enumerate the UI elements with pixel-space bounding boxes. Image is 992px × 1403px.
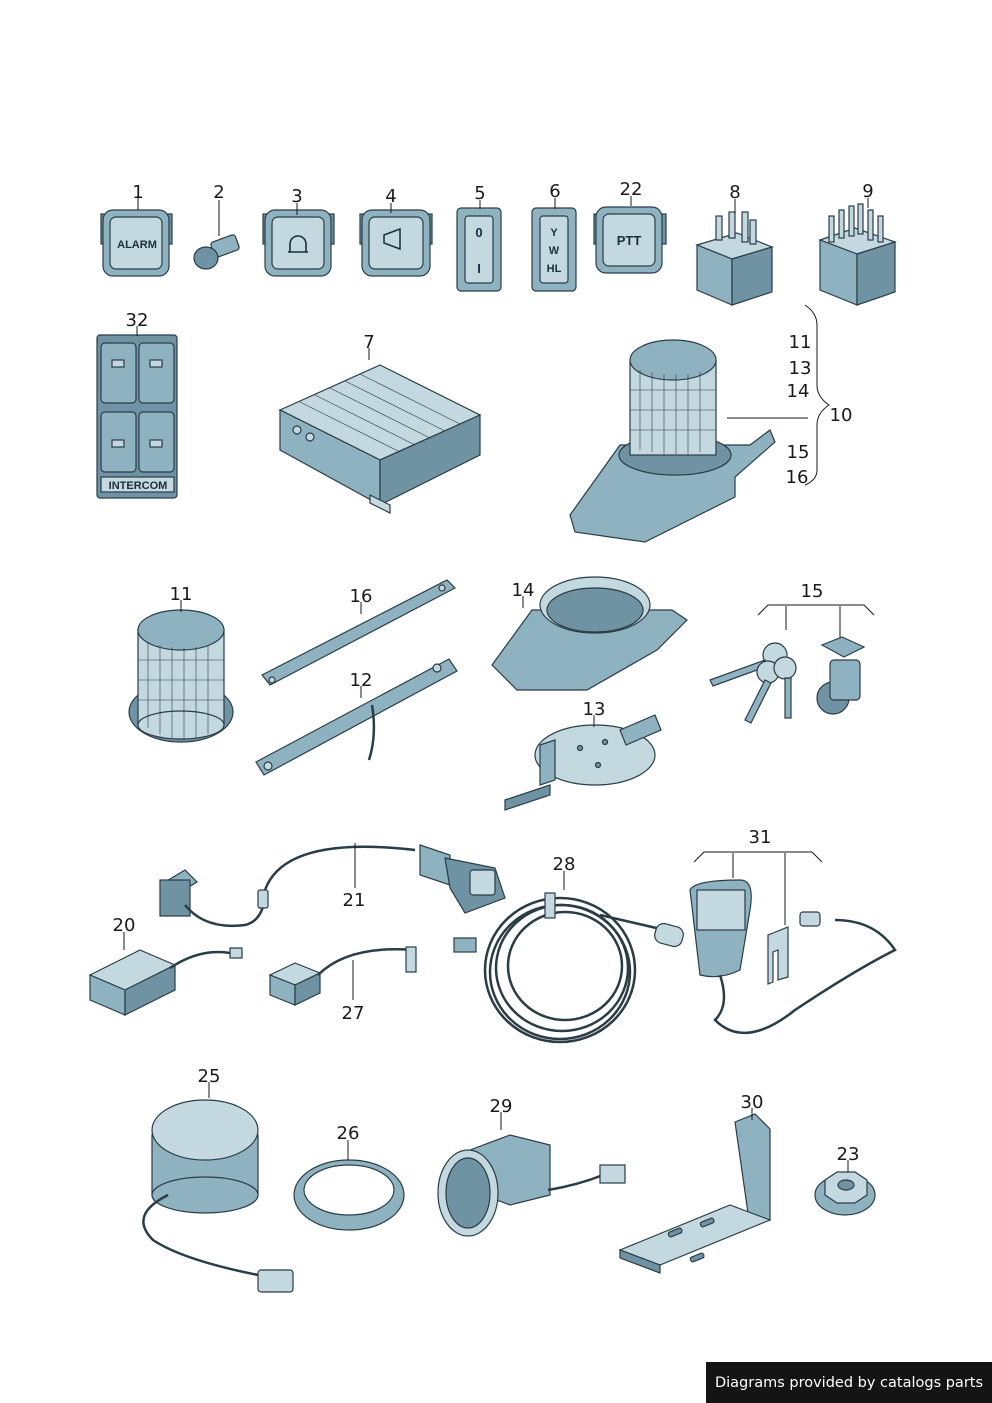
part-12-bracket-strip[interactable] — [255, 658, 458, 776]
part-14-beacon-base[interactable] — [491, 576, 688, 691]
callout-3: 3 — [291, 186, 302, 207]
part-22-ptt-switch[interactable]: PTT — [593, 206, 667, 274]
part-8-relay[interactable] — [695, 211, 774, 306]
callout-14-sub: 14 — [787, 381, 810, 402]
callout-28: 28 — [553, 854, 576, 875]
part-27-connector-lead[interactable] — [268, 946, 417, 1006]
callout-6: 6 — [549, 181, 560, 202]
part-29-horn[interactable] — [437, 1134, 626, 1237]
rocker-5-on: I — [477, 261, 481, 276]
callout-11: 11 — [170, 584, 193, 605]
part-1-alarm-switch[interactable]: ALARM — [100, 209, 173, 277]
callout-2: 2 — [213, 182, 224, 203]
callout-32: 32 — [126, 310, 149, 331]
part-15-keys-lock[interactable] — [709, 636, 866, 724]
part-25-speaker[interactable] — [142, 1099, 294, 1293]
callout-8: 8 — [729, 182, 740, 203]
callout-13: 13 — [583, 699, 606, 720]
rocker-6-hl: HL — [547, 263, 562, 275]
part-20-module[interactable] — [88, 947, 243, 1016]
callout-20: 20 — [113, 915, 136, 936]
callout-4: 4 — [385, 186, 396, 207]
callout-13-sub: 13 — [789, 358, 812, 379]
part-9-relay[interactable] — [818, 203, 897, 306]
callout-30: 30 — [741, 1092, 764, 1113]
rocker-6-w: W — [549, 245, 560, 257]
callout-7: 7 — [363, 332, 374, 353]
callout-22: 22 — [620, 179, 643, 200]
callout-27: 27 — [342, 1003, 365, 1024]
callout-11-sub: 11 — [789, 332, 812, 353]
part-2-plug[interactable] — [193, 234, 240, 270]
part-10-beacon-assembly[interactable] — [569, 339, 776, 543]
callout-25: 25 — [198, 1066, 221, 1087]
part-7-amplifier[interactable] — [278, 364, 482, 514]
part-11-beacon-lens[interactable] — [128, 609, 234, 743]
callout-12: 12 — [350, 670, 373, 691]
part-6-rocker-switch[interactable]: Y W HL — [531, 207, 577, 292]
credit-banner: Diagrams provided by catalogs parts — [706, 1362, 992, 1403]
rocker-6-y: Y — [550, 227, 558, 239]
callout-9: 9 — [862, 181, 873, 202]
part-5-rocker-switch[interactable]: 0 I — [456, 207, 502, 292]
callout-31: 31 — [749, 827, 772, 848]
callout-29: 29 — [490, 1096, 513, 1117]
ptt-label: PTT — [617, 233, 642, 248]
callout-15: 15 — [801, 581, 824, 602]
callout-21: 21 — [343, 890, 366, 911]
part-26-lock-ring[interactable] — [293, 1159, 405, 1231]
rocker-5-off: 0 — [475, 225, 482, 240]
part-21-cable[interactable] — [159, 844, 506, 927]
callout-1: 1 — [132, 182, 143, 203]
part-28-antenna-cable[interactable] — [453, 892, 685, 1044]
callout-5: 5 — [474, 183, 485, 204]
part-30-bracket[interactable] — [618, 1113, 772, 1274]
part-4-horn-switch[interactable] — [359, 209, 433, 277]
part-3-beacon-switch[interactable] — [262, 209, 335, 277]
callout-23: 23 — [837, 1144, 860, 1165]
part-32-intercom-panel[interactable]: INTERCOM — [96, 334, 178, 499]
callout-15-sub: 15 — [787, 442, 810, 463]
part-31-microphone[interactable] — [689, 879, 897, 1035]
part-13-mounting-plate[interactable] — [504, 714, 662, 811]
callout-14: 14 — [512, 580, 535, 601]
callout-16: 16 — [350, 586, 373, 607]
part-23-nut[interactable] — [814, 1171, 876, 1216]
alarm-label: ALARM — [117, 239, 157, 251]
callout-10: 10 — [830, 405, 853, 426]
part-16-strip[interactable] — [261, 579, 457, 686]
callout-16-sub: 16 — [786, 467, 809, 488]
credit-text: Diagrams provided by catalogs parts — [714, 1374, 984, 1391]
callout-26: 26 — [337, 1123, 360, 1144]
intercom-label: INTERCOM — [109, 480, 168, 492]
